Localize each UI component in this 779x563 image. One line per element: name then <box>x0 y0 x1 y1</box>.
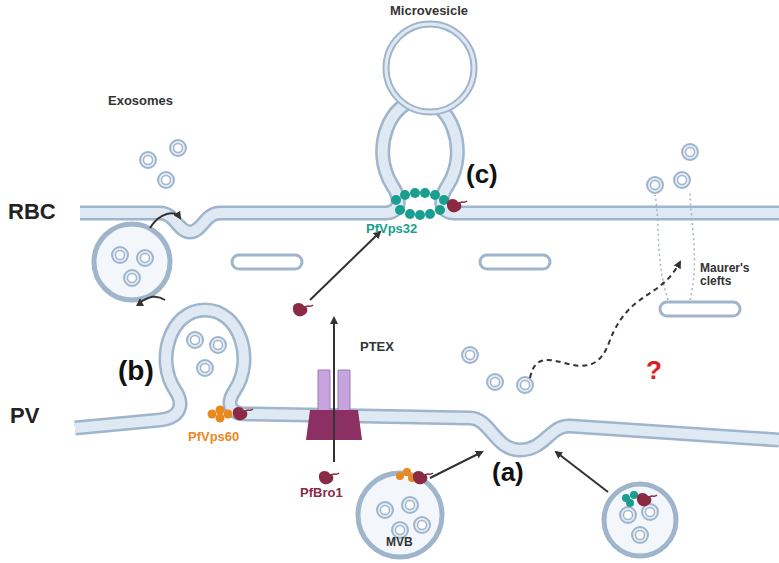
vesicle-label: Exosomes <box>108 94 173 108</box>
compartment-label: PV <box>10 404 39 428</box>
protein-label: PfVps32 <box>366 222 417 236</box>
protein-label: PfBro1 <box>300 486 343 500</box>
question-mark: ? <box>646 356 662 385</box>
organelle-label: Maurer's clefts <box>700 262 760 288</box>
vesicle-label: MVB <box>386 536 413 549</box>
complex-label: PTEX <box>360 340 394 354</box>
panel-letter: (c) <box>466 160 498 189</box>
vesicle-label: Microvesicle <box>390 4 468 18</box>
protein-label: PfVps60 <box>188 430 239 444</box>
panel-letter: (a) <box>492 458 524 487</box>
panel-letter: (b) <box>118 356 154 387</box>
compartment-label: RBC <box>8 200 56 224</box>
